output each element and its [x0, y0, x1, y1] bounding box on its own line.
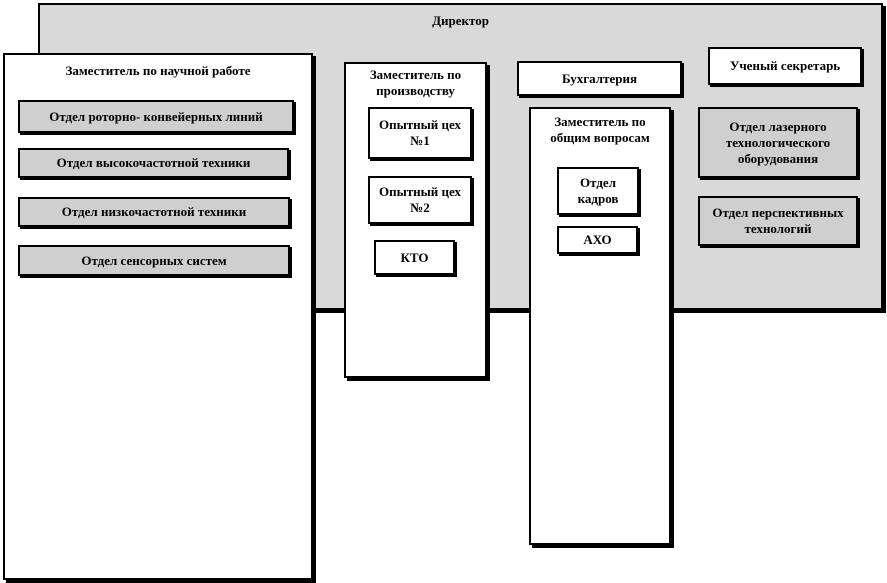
general-deputy-box: Заместитель по общим вопросам Отдел кадр… [529, 107, 671, 545]
general-deputy-label: Заместитель по общим вопросам [550, 114, 650, 145]
department-rotary-conveyor: Отдел роторно- конвейерных линий [18, 100, 294, 133]
department-sensor-systems: Отдел сенсорных систем [18, 245, 290, 276]
kto-unit: КТО [374, 240, 455, 275]
department-high-frequency: Отдел высокочастотной техники [18, 148, 289, 178]
pilot-workshop-1: Опытный цех №1 [368, 107, 472, 159]
science-deputy-label: Заместитель по научной работе [65, 63, 251, 78]
pilot-workshop-2: Опытный цех №2 [368, 176, 472, 224]
department-advanced-technologies: Отдел перспективных технологий [698, 196, 858, 246]
director-label: Директор [432, 13, 489, 28]
accounting-box: Бухгалтерия [517, 61, 682, 96]
hr-department: Отдел кадров [557, 167, 639, 215]
scientific-secretary-box: Ученый секретарь [708, 47, 862, 85]
production-deputy-label: Заместитель по производству [369, 67, 462, 98]
aho-unit: АХО [557, 226, 638, 254]
department-laser-equipment: Отдел лазерного технологического оборудо… [698, 107, 858, 178]
production-deputy-box: Заместитель по производству Опытный цех … [344, 62, 487, 378]
science-deputy-box: Заместитель по научной работе Отдел рото… [3, 53, 313, 580]
department-low-frequency: Отдел низкочастотной техники [18, 197, 290, 227]
